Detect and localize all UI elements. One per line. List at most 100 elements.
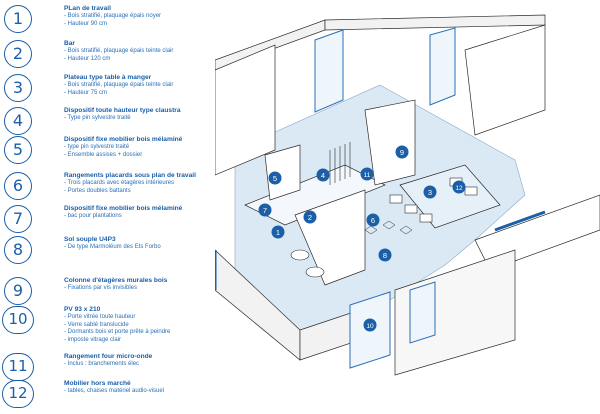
legend-title: Mobilier hors marché — [64, 380, 131, 387]
marker-label: 9 — [400, 148, 404, 157]
legend-number: 3 — [4, 74, 32, 102]
legend-title: PLan de travail — [64, 5, 111, 12]
legend-title: Dispositif fixe mobilier bois mélaminé — [64, 136, 183, 143]
legend-description: - Type pin sylvestre traité — [64, 115, 131, 123]
legend-line: - Inclus : branchements élec — [64, 361, 140, 367]
claustra — [329, 142, 351, 185]
legend-line: - Porte vitrée toute hauteur — [64, 314, 136, 320]
legend-item-8: 8 Sol souple U4P3- De type Marmoléum des … — [0, 236, 215, 270]
marker-label: 7 — [263, 206, 267, 215]
legend-item-12: 12 Mobilier hors marché- tables, chaises … — [0, 380, 215, 414]
legend-description: - type pin sylvestre traité- Ensemble as… — [64, 144, 142, 159]
legend-number: 12 — [2, 380, 34, 408]
legend-item-6: 6 Rangements placards sous plan de travai… — [0, 172, 215, 206]
legend-title: Bar — [64, 40, 75, 47]
marker-circle — [366, 213, 380, 227]
marker-label: 10 — [366, 323, 374, 330]
legend-item-1: 1 PLan de travail- Bois stratifié, plaqua… — [0, 5, 215, 39]
legend-line: - Verre sablé translucide — [64, 321, 129, 328]
marker-label: 1 — [276, 228, 280, 237]
legend-line: - type pin sylvestre traité — [64, 144, 130, 150]
legend-line: - Trois placards avec étagères intérieur… — [64, 180, 175, 186]
legend-line: - Type pin sylvestre traité — [64, 115, 131, 121]
legend-title: Plateau type table à manger — [64, 74, 152, 81]
legend-description: - De type Marmoléum des Ets Forbo — [64, 244, 161, 252]
legend-line: - Bois stratifié, plaquage épais teinte … — [64, 82, 174, 88]
legend-line: - Fixations par vis invisibles — [64, 285, 138, 291]
legend-description: - Bois stratifié, plaquage épais teinte … — [64, 82, 173, 97]
legend-item-3: 3 Plateau type table à manger- Bois strat… — [0, 74, 215, 108]
legend-line: - tables, chaises matériel audio-visuel — [64, 388, 165, 394]
legend-item-9: 9 Colonne d'étagères murales bois- Fixati… — [0, 277, 215, 311]
marker-label: 11 — [364, 172, 371, 179]
legend-description: - Bois stratifié, plaquage épais noyer- … — [64, 13, 161, 28]
accent-line — [494, 210, 546, 232]
stool — [290, 249, 310, 261]
legend-number: 4 — [4, 107, 32, 135]
marker-label: 4 — [321, 171, 325, 180]
legend-title: Rangement four micro-onde — [64, 353, 153, 360]
table-plate — [399, 164, 501, 229]
wall-back-block — [215, 44, 276, 176]
marker-circle — [395, 145, 409, 159]
legend-description: - Trois placards avec étagères intérieur… — [64, 180, 174, 195]
marker-label: 12 — [455, 185, 463, 192]
bench-seat — [264, 144, 301, 201]
legend-description: - tables, chaises matériel audio-visuel — [64, 388, 164, 396]
marker-circle — [316, 168, 330, 182]
wall-bottom-right-2 — [394, 249, 516, 376]
marker-label: 3 — [428, 188, 432, 197]
marker-circle — [258, 203, 272, 217]
marker-circle — [378, 248, 392, 262]
legend-number: 10 — [2, 306, 34, 334]
legend-title: Sol souple U4P3 — [64, 236, 116, 243]
marker-label: 8 — [383, 251, 387, 260]
legend-line: - Hauteur 120 cm — [64, 55, 111, 62]
legend-description: - Inclus : branchements élec — [64, 361, 139, 369]
legend-description: - Bois stratifié, plaquage épais teinte … — [64, 48, 173, 63]
legend-number: 9 — [4, 277, 32, 305]
legend-title: Dispositif fixe mobilier bois mélaminé — [64, 205, 183, 212]
legend-item-4: 4 Dispositif toute hauteur type claustra-… — [0, 107, 215, 141]
legend-number: 1 — [4, 5, 32, 33]
legend-description: - Fixations par vis invisibles — [64, 285, 137, 293]
door-right-upper — [429, 27, 456, 106]
legend-title: PV 93 x 210 — [64, 306, 101, 313]
marker-label: 5 — [273, 174, 277, 183]
legend-line: - Hauteur 75 cm — [64, 89, 108, 96]
legend-line: - imposte vitrage clair — [64, 336, 122, 343]
legend-title: Rangements placards sous plan de travail — [64, 172, 196, 179]
legend-title: Dispositif toute hauteur type claustra — [64, 107, 181, 114]
legend-item-10: 10 PV 93 x 210- Porte vitrée toute hauteu… — [0, 306, 215, 343]
marker-label: 2 — [308, 213, 312, 222]
legend-number: 8 — [4, 236, 32, 264]
wall-right-block — [464, 24, 546, 136]
legend-number: 6 — [4, 172, 32, 200]
legend-title: Colonne d'étagères murales bois — [64, 277, 168, 284]
legend-number: 5 — [4, 136, 32, 164]
stool — [305, 266, 325, 278]
legend-item-7: 7 Dispositif fixe mobilier bois mélaminé-… — [0, 205, 215, 239]
marker-circle — [360, 167, 374, 181]
marker-circle — [363, 318, 377, 332]
legend-line: - De type Marmoléum des Ets Forbo — [64, 244, 161, 250]
legend-line: - Ensemble assises + dossier — [64, 151, 143, 158]
door-bottom-right — [409, 281, 436, 344]
legend-line: - Bois stratifié, plaquage épais noyer — [64, 13, 162, 19]
legend-line: - Portes doubles battants — [64, 187, 131, 194]
legend-description: - Porte vitrée toute hauteur- Verre sabl… — [64, 314, 170, 344]
legend-item-2: 2 Bar- Bois stratifié, plaquage épais tei… — [0, 40, 215, 74]
wall-top — [324, 14, 546, 31]
legend-number: 2 — [4, 40, 32, 68]
legend-number: 7 — [4, 205, 32, 233]
marker-circle — [452, 180, 466, 194]
legend-line: - bac pour plantations — [64, 213, 122, 219]
marker-circle — [423, 185, 437, 199]
marker-circle — [268, 171, 282, 185]
legend-line: - Hauteur 90 cm — [64, 20, 108, 27]
counter-worktop — [244, 164, 386, 226]
